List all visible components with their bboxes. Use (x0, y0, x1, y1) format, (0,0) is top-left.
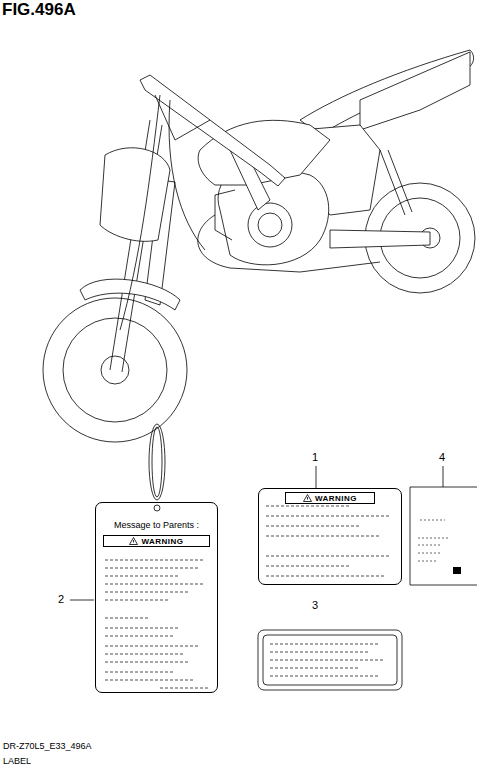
callout-number: 2 (58, 593, 64, 605)
tag-hole (154, 505, 160, 511)
label-3 (258, 630, 402, 690)
callout-number: 4 (439, 451, 445, 463)
figure-caption: LABEL (3, 757, 31, 767)
engine-cover-inner (258, 213, 282, 237)
label-tag: WARNING (258, 488, 402, 585)
rear-shock (380, 150, 412, 215)
label-3-inner (263, 635, 397, 685)
leader-line (316, 466, 317, 488)
callout-number: 1 (312, 451, 318, 463)
cable (120, 95, 205, 330)
warning-banner: WARNING (285, 492, 375, 504)
text-lines (270, 644, 385, 676)
front-hub (101, 356, 129, 384)
text-lines (266, 506, 390, 576)
engine-cover (248, 203, 292, 247)
seat (300, 50, 474, 135)
figure-code: DR-Z70L5_E33_496A (3, 742, 92, 752)
warning-triangle (303, 494, 312, 502)
logo-mark (453, 567, 461, 574)
tag-ring (152, 427, 162, 497)
front-fender (80, 279, 180, 310)
label-4 (410, 487, 477, 585)
warning-banner: WARNING (103, 535, 210, 547)
front-wheel (43, 298, 187, 442)
warning-triangle (129, 537, 138, 545)
rear-fender (360, 52, 470, 130)
exhaust (198, 215, 380, 272)
figure-title: FIG.496A (2, 1, 76, 20)
text-lines (105, 560, 210, 688)
cylinder (215, 190, 235, 240)
text-lines (418, 520, 450, 561)
warning-text: WARNING (141, 537, 183, 546)
callout-number: 3 (312, 599, 318, 611)
warning-text: WARNING (315, 494, 357, 503)
label-tag: Message to Parents : WARNING (95, 502, 218, 693)
front-rim (63, 318, 167, 422)
swing-arm (330, 230, 430, 248)
tag-ring (149, 424, 165, 500)
leader-line (443, 466, 444, 487)
handlebar-clamp (155, 95, 210, 140)
leader-line (70, 600, 94, 601)
handlebar (140, 75, 285, 186)
number-plate (100, 148, 170, 242)
tag-heading: Message to Parents : (114, 521, 199, 531)
